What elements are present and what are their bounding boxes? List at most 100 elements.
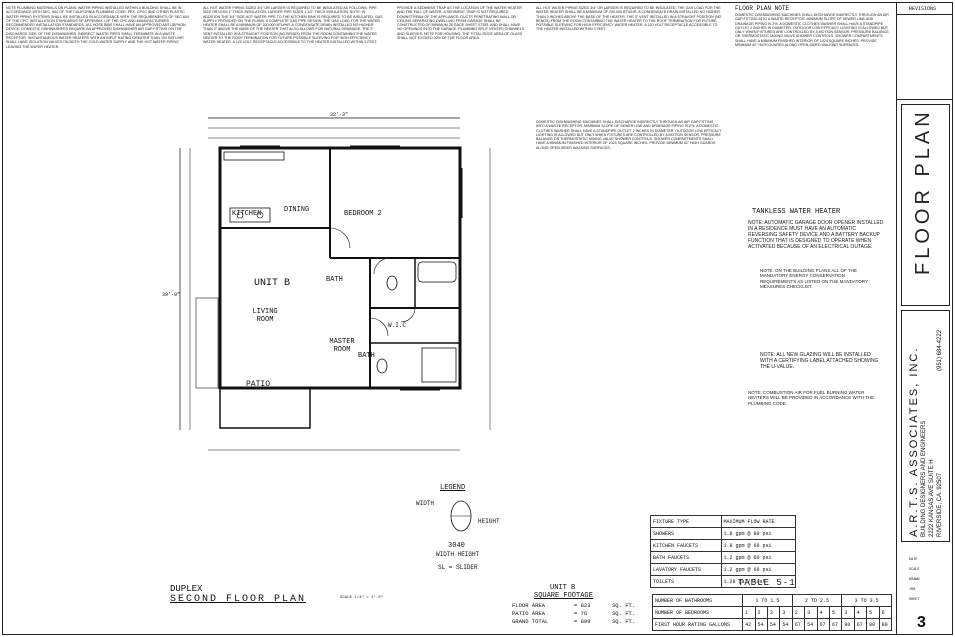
- plan-title-2: SECOND FLOOR PLAN: [170, 594, 307, 605]
- table-group-header: 1 TO 1.5: [742, 594, 793, 607]
- info-line: JOB: [909, 588, 916, 592]
- range-burner: [256, 211, 264, 219]
- room-master-label: MASTER ROOM: [329, 338, 355, 354]
- room-kitchen: KITCHEN: [232, 210, 262, 218]
- table-cell: 80: [841, 618, 855, 631]
- table-cell: 54: [766, 618, 781, 631]
- table-cell: 1: [742, 606, 756, 619]
- range-burner: [236, 211, 244, 219]
- water-heater-sizing-table: NUMBER OF BATHROOMS 1 TO 1.5 2 TO 2.5 3 …: [651, 594, 893, 631]
- table-row: NUMBER OF BATHROOMS 1 TO 1.5 2 TO 2.5 3 …: [651, 594, 892, 607]
- table-cell: 67: [791, 618, 806, 631]
- notes-column-5: ALL HOT WATER PIPING SIZED 3/4" OR LARGE…: [536, 6, 722, 32]
- sqft-row-label: GRAND TOTAL: [512, 618, 549, 625]
- table-row: BATH FAUCETS 1.2 gpm @ 60 psi: [650, 551, 796, 564]
- notes-column-1: NOTE PLUMBING MATERIALS ON PLANS: WATER …: [6, 6, 189, 49]
- table-row: SHOWERS 1.8 gpm @ 80 psi: [650, 527, 796, 540]
- table-cell: 1.28 gal/flush: [720, 575, 796, 588]
- table-cell: 2: [791, 606, 806, 619]
- room-wic: W.I.C: [388, 322, 407, 329]
- sheet-title-box: FLOOR PLAN: [901, 104, 950, 306]
- table-cell: 6: [878, 606, 893, 619]
- room-living: LIVING ROOM: [250, 308, 280, 324]
- legend-code-desc: WIDTH HEIGHT: [436, 551, 480, 558]
- dim-top-overall: 32'-3": [330, 112, 349, 118]
- table-cell: 2: [754, 606, 768, 619]
- revisions-label: REVISIONS: [909, 6, 937, 12]
- floor-plan-notes-title: FLOOR PLAN NOTE: [735, 5, 790, 12]
- sqft-row-label: FLOOR AREA: [512, 602, 546, 609]
- patio-outline: [219, 387, 311, 429]
- table-cell: 1.8 gpm @ 60 psi: [720, 539, 796, 552]
- room-patio: PATIO: [246, 380, 271, 389]
- legend-slider: SL = SLIDER: [438, 564, 478, 571]
- info-line: SHEET: [909, 598, 920, 602]
- door-swing: [373, 257, 391, 275]
- table-cell: 67: [853, 618, 868, 631]
- door-swing: [400, 307, 416, 323]
- table-cell: 80: [878, 618, 893, 631]
- info-line: DATE: [909, 558, 918, 562]
- table-row: FIRST HOUR RATING GALLONS 42 54 54 54 67…: [651, 618, 893, 631]
- legend-code: 3040: [448, 542, 465, 550]
- room-living-label: LIVING ROOM: [252, 308, 278, 324]
- door-swing: [369, 317, 389, 337]
- sqft-unit: UNIT B: [550, 584, 576, 592]
- firm-box: A.R.T.S. ASSOCIATES, INC. BUILDING DESIG…: [901, 310, 950, 542]
- firm-address-2: RIVERSIDE, CA. 92507: [937, 472, 943, 537]
- table-group-header: 3 TO 3.5: [841, 594, 892, 607]
- title-block: REVISIONS FLOOR PLAN A.R.T.S. ASSOCIATES…: [896, 2, 953, 635]
- table-cell: SHOWERS: [650, 527, 722, 540]
- window-tag-symbol: [450, 500, 472, 532]
- notes-column-4: DOMESTIC DISHWASHING MACHINES SHALL DISC…: [536, 120, 722, 150]
- table-row-label: NUMBER OF BEDROOMS: [651, 606, 744, 619]
- legend-title: LEGEND: [440, 484, 466, 492]
- table-cell: LAVATORY FAUCETS: [650, 563, 722, 576]
- table-row-label: FIRST HOUR RATING GALLONS: [651, 618, 744, 631]
- table-cell: 80: [866, 618, 880, 631]
- table-cell: 4: [853, 606, 868, 619]
- table-cell: 1.8 gpm @ 80 psi: [720, 527, 796, 540]
- table-cell: TOILETS: [650, 575, 722, 588]
- insulation-note: NOTE: ON THE BUILDING PLANS ALL OF THE M…: [760, 268, 868, 290]
- room-dining: DINING: [284, 206, 310, 214]
- room-bedroom-2: BEDROOM 2: [344, 210, 382, 218]
- kitchen-sink: [229, 207, 271, 223]
- floor-plan-drawing: [179, 117, 491, 451]
- plan-scale: SCALE 1/4" = 1'-0": [340, 596, 384, 600]
- sqft-title: SQUARE FOOTAGE: [534, 592, 593, 600]
- table-cell: 5: [828, 606, 843, 619]
- unit-label: UNIT B: [254, 278, 291, 289]
- sheet-title: FLOOR PLAN: [912, 108, 934, 275]
- sqft-row-value: = 76: [574, 610, 588, 617]
- table-cell: 3: [766, 606, 781, 619]
- firm-phone: (951) 684-4222: [937, 329, 943, 371]
- bathtub: [417, 261, 457, 283]
- floor-plan-notes-body: DOMESTIC DISHWASHING MACHINES SHALL DISC…: [735, 13, 889, 48]
- stair-treads: [195, 297, 219, 389]
- legend-width-label: WIDTH: [416, 500, 435, 507]
- sqft-row-value: = 823: [574, 602, 591, 609]
- table-cell: 67: [828, 618, 843, 631]
- info-line: SCALE: [909, 568, 920, 572]
- plan-title-1: DUPLEX: [170, 584, 203, 594]
- notes-column-3: PROVIDE A SEDIMENT TRAP AS THE LOCATION …: [397, 6, 525, 41]
- glazing-note: NOTE: ALL NEW GLAZING WILL BE INSTALLED …: [760, 352, 879, 370]
- room-bath-1: BATH: [326, 276, 343, 284]
- info-line: DRAWN: [909, 578, 920, 582]
- table-header-cell: MAXIMUM FLOW RATE: [720, 515, 796, 528]
- firm-address-1: 2222 KANSAS AVE SUITE H: [929, 459, 935, 537]
- table-cell: 3: [841, 606, 855, 619]
- legend: LEGEND WIDTH HEIGHT 3040 WIDTH HEIGHT SL…: [416, 484, 506, 584]
- job-info: DATE SCALE DRAWN JOB SHEET: [901, 558, 948, 612]
- legend-height-label: HEIGHT: [478, 518, 500, 525]
- table-cell: BATH FAUCETS: [650, 551, 722, 564]
- door-swing: [329, 227, 351, 249]
- sqft-row-unit: SQ. FT.: [612, 602, 636, 609]
- room-master: MASTER ROOM: [322, 338, 362, 354]
- firm-subtitle: BUILDING DESIGNERS AND ENGINEERS: [921, 420, 927, 537]
- notes-column-2: ALL HOT WATER PIPING SIZED 3/4" OR LARGE…: [203, 6, 383, 45]
- tankless-note: NOTE: AUTOMATIC GARAGE DOOR OPENER INSTA…: [748, 220, 884, 250]
- table-cell: 4: [816, 606, 830, 619]
